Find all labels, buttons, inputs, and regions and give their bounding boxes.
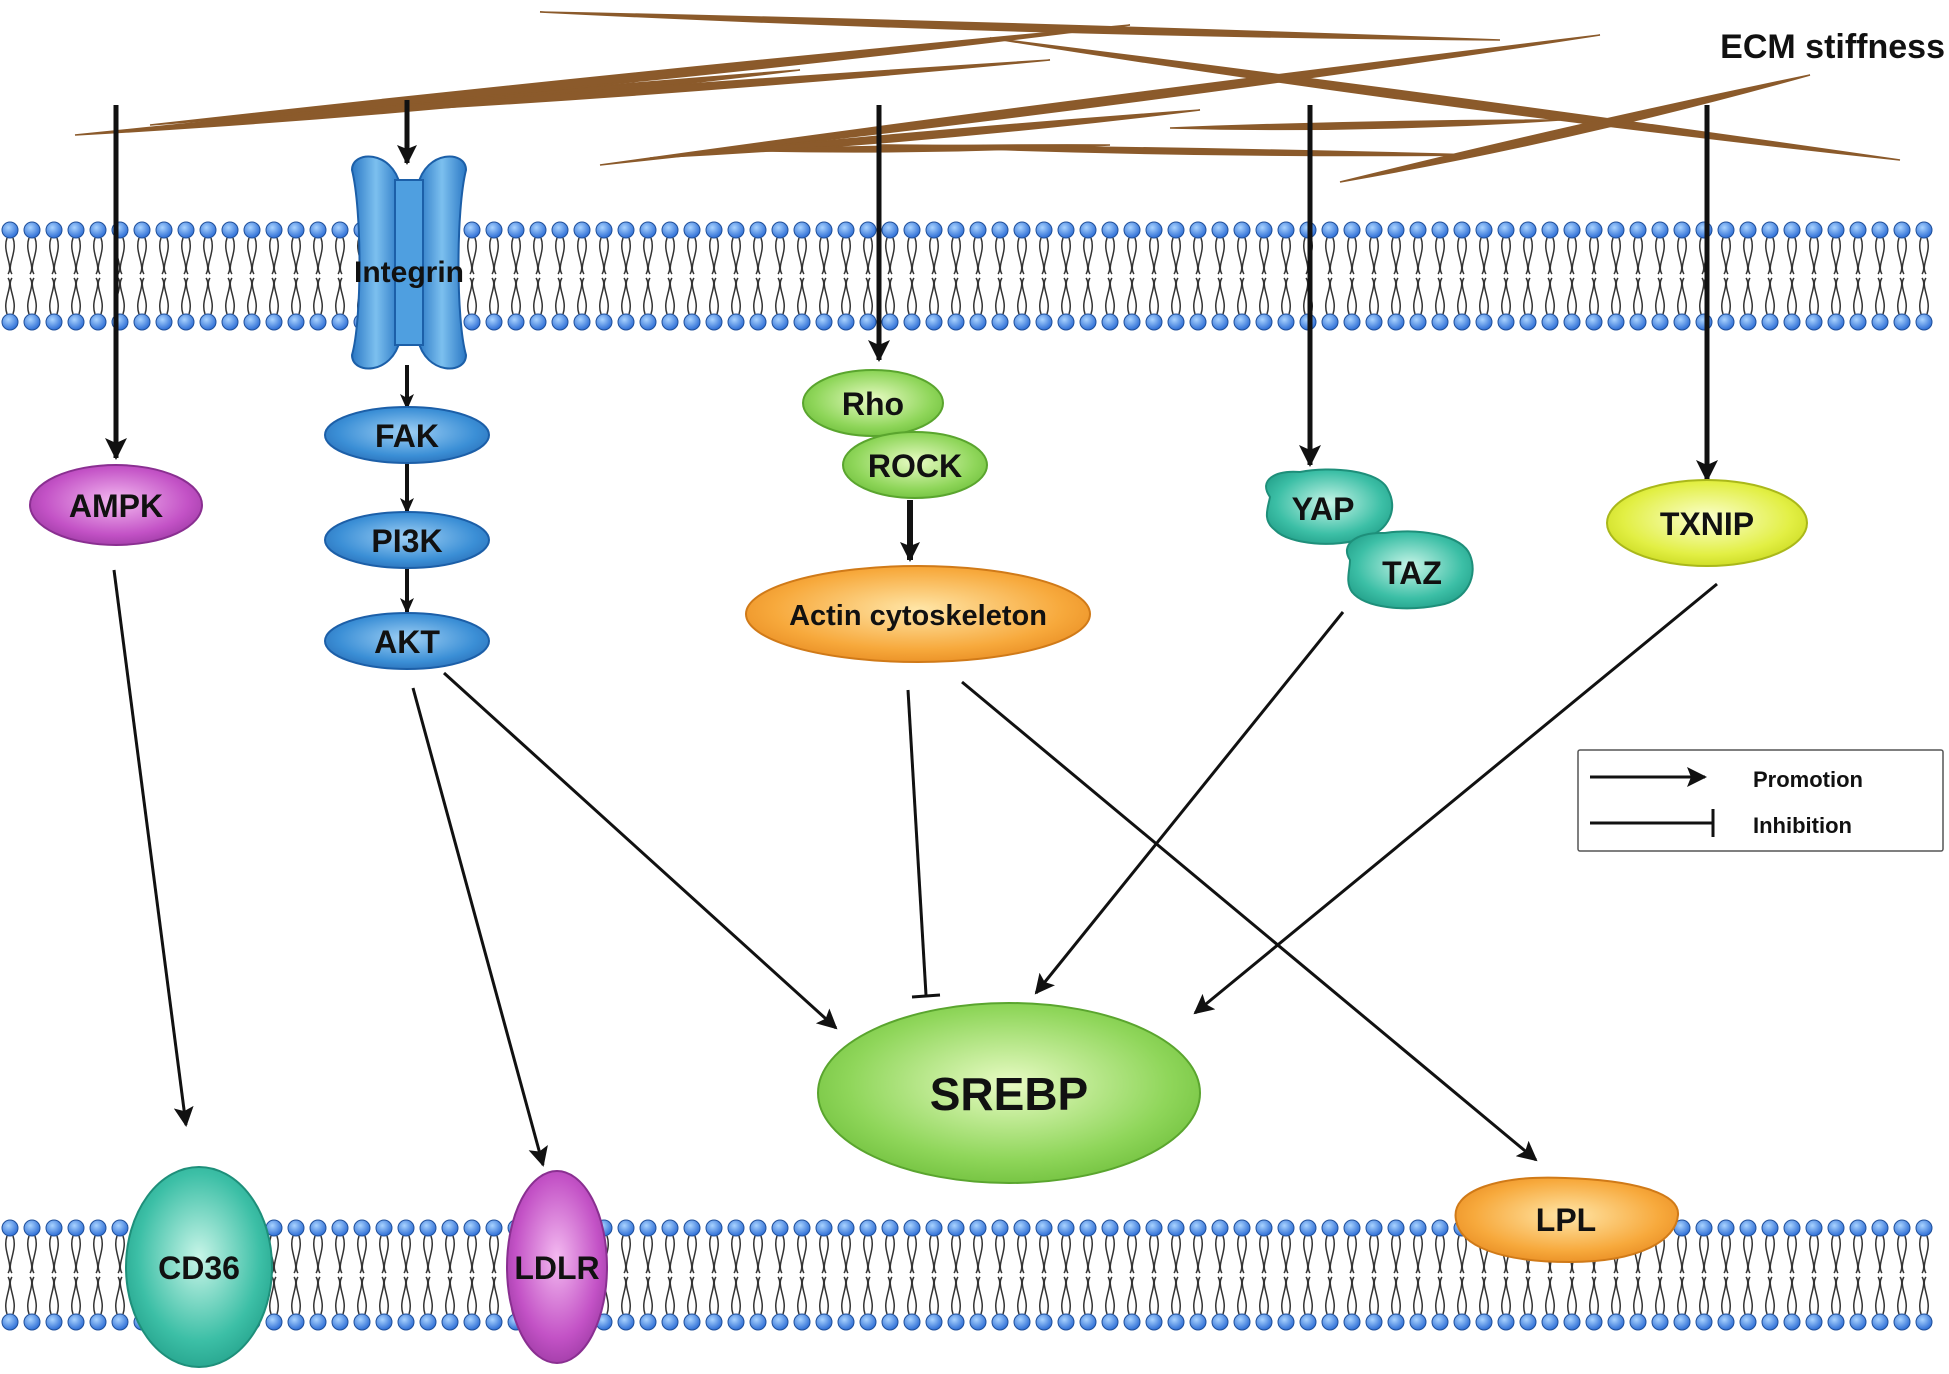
arrow-akt-to-ldlr bbox=[411, 687, 548, 1167]
arrow-akt-to-srebp bbox=[442, 671, 838, 1030]
node-srebp: SREBP bbox=[817, 1002, 1201, 1184]
yap-label: YAP bbox=[1292, 491, 1355, 527]
node-yap: YAP bbox=[1265, 468, 1394, 545]
node-rock: ROCK bbox=[842, 431, 988, 499]
node-rho: Rho bbox=[802, 369, 944, 437]
lpl-label: LPL bbox=[1536, 1202, 1596, 1238]
actin-label: Actin cytoskeleton bbox=[789, 600, 1047, 632]
plasma-membrane-top bbox=[1, 221, 1933, 331]
txnip-label: TXNIP bbox=[1660, 506, 1754, 542]
node-ldlr: LDLR bbox=[506, 1170, 608, 1364]
arrow-actin-to-lpl bbox=[961, 680, 1538, 1162]
arrow-txnip-to-srebp bbox=[1193, 582, 1718, 1015]
taz-label: TAZ bbox=[1382, 555, 1442, 591]
node-akt: AKT bbox=[324, 612, 490, 670]
ecm-stiffness-label: ECM stiffness bbox=[1720, 28, 1945, 66]
cd36-label: CD36 bbox=[158, 1250, 240, 1286]
node-pi3k: PI3K bbox=[324, 511, 490, 569]
node-cd36: CD36 bbox=[125, 1166, 273, 1368]
ecm-fibers bbox=[74, 11, 1901, 183]
pi3k-label: PI3K bbox=[371, 523, 442, 559]
node-fak: FAK bbox=[324, 406, 490, 464]
node-actin-cytoskeleton: Actin cytoskeleton bbox=[745, 565, 1091, 663]
ampk-label: AMPK bbox=[69, 488, 163, 524]
rock-label: ROCK bbox=[868, 448, 962, 484]
legend: Promotion Inhibition bbox=[1577, 749, 1944, 852]
integrin-label: Integrin bbox=[354, 256, 464, 289]
arrow-yap-to-srebp bbox=[1034, 611, 1345, 995]
node-ampk: AMPK bbox=[29, 464, 203, 546]
node-txnip: TXNIP bbox=[1606, 479, 1808, 567]
integrin-receptor: Integrin bbox=[350, 155, 468, 370]
rho-label: Rho bbox=[842, 386, 904, 422]
fak-label: FAK bbox=[375, 418, 439, 454]
node-lpl: LPL bbox=[1454, 1176, 1680, 1264]
akt-label: AKT bbox=[374, 624, 440, 660]
ldlr-label: LDLR bbox=[514, 1250, 599, 1286]
legend-promotion-label: Promotion bbox=[1753, 767, 1863, 792]
inhibition-actin-to-srebp bbox=[906, 689, 941, 999]
ecm-input-arrows bbox=[105, 100, 1718, 482]
arrow-ampk-to-cd36 bbox=[112, 569, 194, 1127]
node-taz: TAZ bbox=[1345, 530, 1474, 610]
srebp-label: SREBP bbox=[930, 1068, 1088, 1120]
legend-inhibition-label: Inhibition bbox=[1753, 813, 1852, 838]
